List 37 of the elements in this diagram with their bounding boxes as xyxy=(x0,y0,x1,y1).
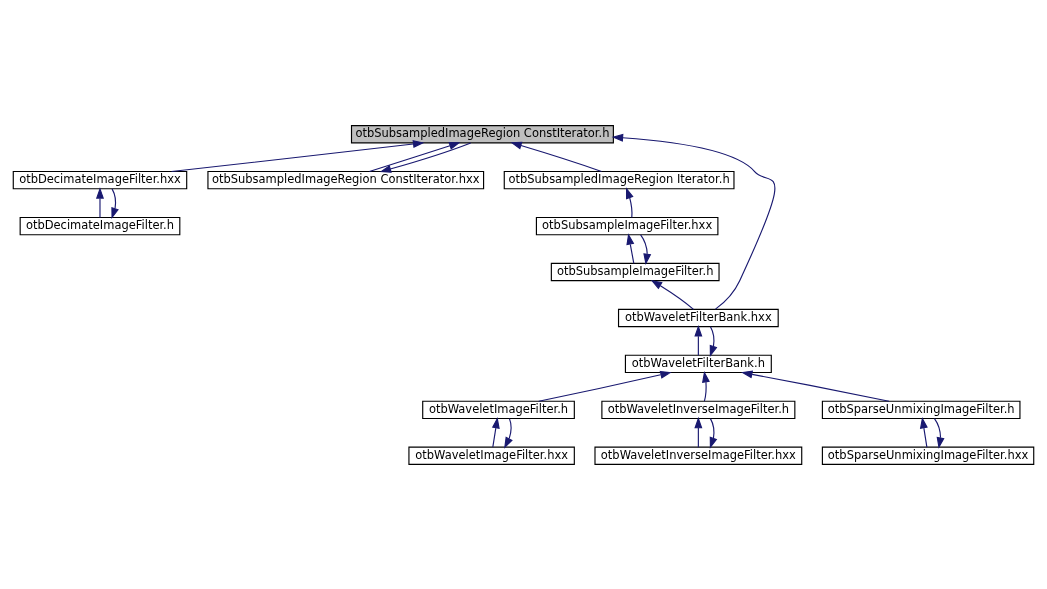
arrow xyxy=(919,416,928,448)
node-box: otbSubsampleImageFilter.h xyxy=(550,262,720,281)
arrow xyxy=(95,186,104,218)
node-box: otbWaveletInverseImageFilter.hxx xyxy=(594,446,803,465)
arrow xyxy=(740,369,890,402)
arrow xyxy=(368,141,461,172)
node-box: otbWaveletInverseImageFilter.h xyxy=(601,400,796,419)
node-box: otbSubsampledImageRegion Iterator.h xyxy=(503,170,735,189)
node-box: otbSubsampleImageFilter.hxx xyxy=(535,216,719,235)
arrow xyxy=(491,416,500,448)
arrow xyxy=(170,139,425,172)
node-box: otbDecimateImageFilter.h xyxy=(19,216,181,235)
arrow xyxy=(379,141,472,173)
node-box: otbDecimateImageFilter.hxx xyxy=(12,170,188,189)
arrow xyxy=(504,417,513,449)
arrow xyxy=(709,417,718,449)
node-box: otbWaveletFilterBank.hxx xyxy=(617,308,779,327)
arrow xyxy=(626,232,635,264)
node-box: otbSubsampledImageRegion ConstIterator.h xyxy=(350,124,614,143)
arrow xyxy=(538,370,672,402)
arrow xyxy=(626,186,634,218)
node-box: otbSubsampledImageRegion ConstIterator.hxx xyxy=(207,170,485,189)
arrow xyxy=(111,187,119,219)
arrow xyxy=(694,324,703,356)
arrow xyxy=(650,279,695,310)
node-box: otbWaveletImageFilter.hxx xyxy=(408,446,575,465)
arrow xyxy=(640,233,652,265)
arrow xyxy=(709,325,718,357)
node-box: otbSparseUnmixingImageFilter.h xyxy=(821,400,1021,419)
arrow xyxy=(510,141,603,172)
arrow xyxy=(933,417,945,449)
node-box: otbWaveletFilterBank.h xyxy=(624,354,772,373)
arrow xyxy=(694,416,703,448)
node-box: otbWaveletImageFilter.h xyxy=(422,400,575,419)
node-box: otbSparseUnmixingImageFilter.hxx xyxy=(821,446,1035,465)
arrow xyxy=(611,133,776,310)
arrow xyxy=(702,370,710,402)
